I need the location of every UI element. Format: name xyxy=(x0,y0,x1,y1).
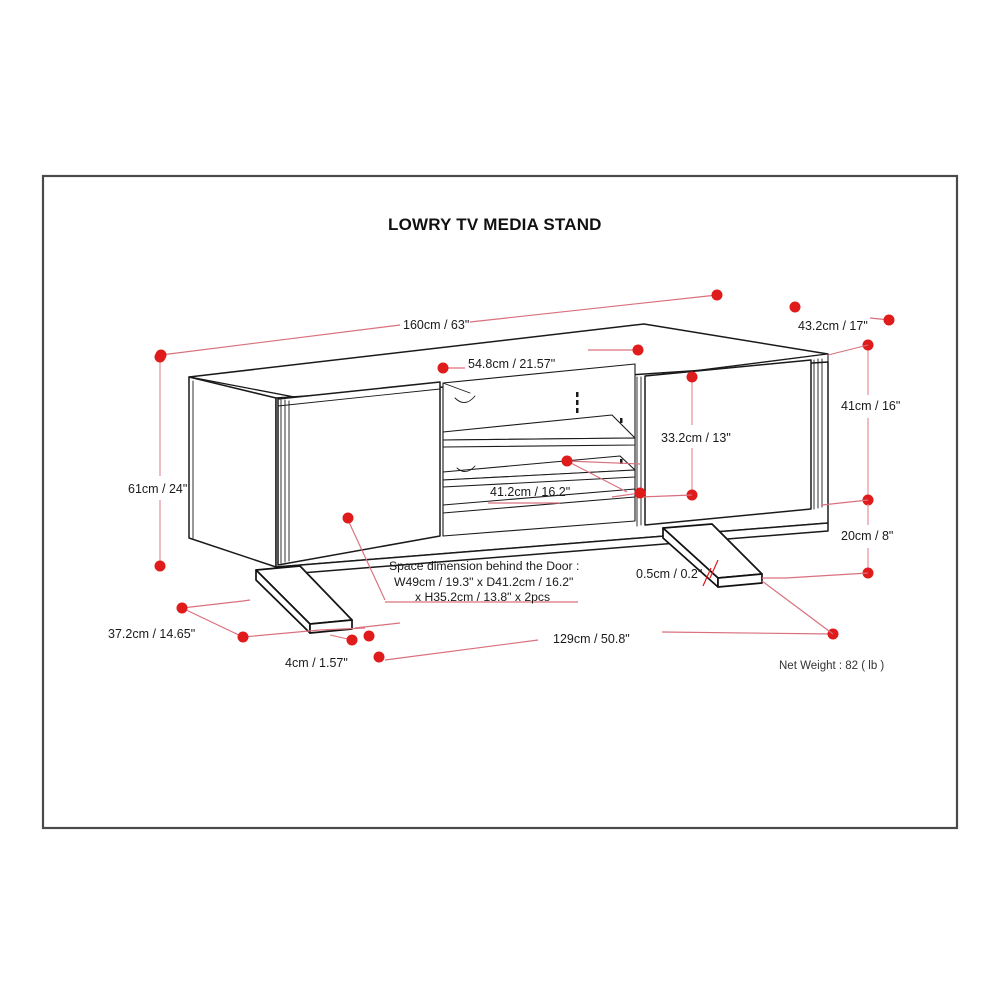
tick-foot-thickness-b xyxy=(702,567,712,587)
leg-left-inner-edge xyxy=(299,565,353,621)
callout-line-1: Space dimension behind the Door : xyxy=(389,559,579,573)
shelf-upper-edge xyxy=(442,437,636,448)
label-shelf-depth: 41.2cm / 16.2" xyxy=(490,485,570,499)
leader-footspan-right xyxy=(761,580,834,635)
leg-right-inner-edge xyxy=(711,523,763,575)
recess-top-left xyxy=(442,382,471,394)
label-foot-offset: 4cm / 1.57" xyxy=(285,656,348,670)
net-weight-label: Net Weight : 82 ( lb ) xyxy=(779,660,884,672)
dot-inner-left xyxy=(437,362,449,374)
callout-line-2: W49cm / 19.3" x D41.2cm / 16.2" xyxy=(394,575,573,589)
dot-footoffset-c xyxy=(373,651,385,663)
label-base-depth: 37.2cm / 14.65" xyxy=(108,627,195,641)
dot-callout xyxy=(342,512,354,524)
left-door-top-reveal xyxy=(277,388,441,407)
leader-cabheight-bottom xyxy=(821,499,869,506)
label-inner-width: 54.8cm / 21.57" xyxy=(468,357,555,371)
handle-notch-upper xyxy=(454,395,476,403)
label-door-height: 33.2cm / 13" xyxy=(661,431,731,445)
dimline-base-depth-a xyxy=(181,599,251,609)
dimline-foot-offset-b xyxy=(354,622,401,629)
dimline-base-depth-b xyxy=(242,627,366,638)
door-space-callout: Space dimension behind the Door : W49cm … xyxy=(389,559,579,604)
left-door xyxy=(277,381,441,566)
dot-width-right xyxy=(711,289,723,301)
dot-footoffset-a xyxy=(346,634,358,646)
dot-shelfdepth-a xyxy=(561,455,573,467)
label-foot-thickness: 0.5cm / 0.2" xyxy=(636,567,702,581)
dimline-shelf-depth-a xyxy=(566,460,628,493)
callout-line-3: x H35.2cm / 13.8" x 2pcs xyxy=(415,590,550,604)
handle-notch-lower xyxy=(456,465,476,472)
tv-stand-illustration xyxy=(188,323,829,634)
dot-height-top xyxy=(154,351,166,363)
label-cabinet-height: 41cm / 16" xyxy=(841,399,900,413)
dot-depth-left xyxy=(789,301,801,313)
cable-holes xyxy=(576,392,623,464)
label-leg-height: 20cm / 8" xyxy=(841,529,893,543)
leader-doorheight-bottom xyxy=(639,494,693,498)
label-foot-span: 129cm / 50.8" xyxy=(553,632,630,646)
dot-basedepth-b xyxy=(237,631,249,643)
page-title: LOWRY TV MEDIA STAND xyxy=(388,215,602,234)
dimline-base-depth-c xyxy=(181,607,244,638)
leader-legheight-bottom xyxy=(785,572,869,579)
label-depth: 43.2cm / 17" xyxy=(798,319,868,333)
leg-right-foot xyxy=(717,573,763,588)
leader-cabheight-top xyxy=(827,344,869,356)
dot-doorheight-top xyxy=(686,371,698,383)
callout-leader xyxy=(347,519,386,601)
dimline-foot-span xyxy=(384,631,834,661)
dimension-annotations: 160cm / 63" 43.2cm / 17" 54.8cm / 21.57"… xyxy=(108,289,900,670)
dot-inner-right xyxy=(632,344,644,356)
dot-footoffset-b xyxy=(363,630,375,642)
dot-shelfdepth-b xyxy=(634,487,646,499)
left-side-panel xyxy=(188,376,277,568)
label-overall-width: 160cm / 63" xyxy=(403,318,469,332)
dot-height-bottom xyxy=(154,560,166,572)
dot-depth-right xyxy=(883,314,895,326)
label-overall-height: 61cm / 24" xyxy=(128,482,187,496)
right-door xyxy=(644,359,812,526)
dot-basedepth-a xyxy=(176,602,188,614)
diagram-border xyxy=(41,174,959,830)
tick-foot-thickness-a xyxy=(709,559,719,579)
dimline-shelf-depth-b xyxy=(566,460,641,465)
dimline-overall-width xyxy=(160,294,718,356)
